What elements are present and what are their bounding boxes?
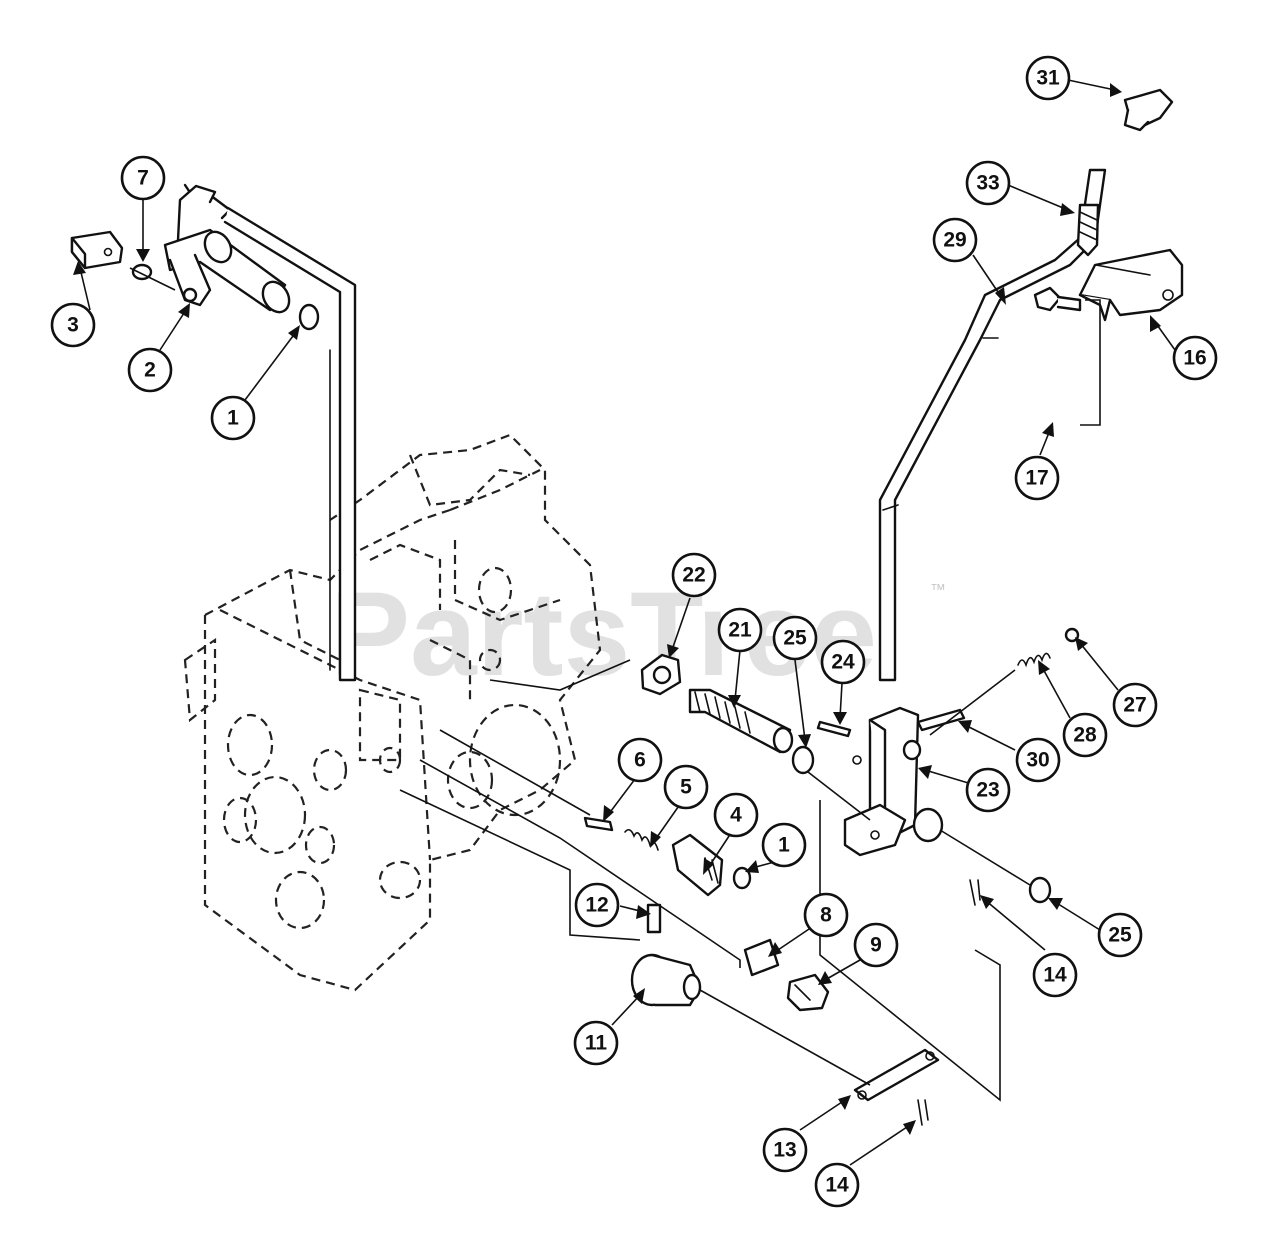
callout-11: 11 bbox=[573, 1020, 619, 1066]
svg-text:28: 28 bbox=[1073, 724, 1097, 747]
svg-text:4: 4 bbox=[730, 804, 742, 827]
spring-28 bbox=[1017, 652, 1051, 668]
callout-6: 6 bbox=[617, 737, 663, 783]
callout-27: 27 bbox=[1112, 682, 1158, 728]
svg-text:23: 23 bbox=[976, 779, 999, 802]
callout-leaders bbox=[73, 79, 1176, 1166]
svg-text:8: 8 bbox=[820, 904, 832, 927]
svg-text:5: 5 bbox=[680, 776, 692, 799]
callout-16: 16 bbox=[1172, 335, 1218, 381]
callout-21: 21 bbox=[717, 607, 763, 653]
snap-ring-25-lower bbox=[1028, 876, 1052, 904]
bracket bbox=[1078, 248, 1184, 322]
snap-ring-25-upper bbox=[791, 745, 815, 775]
svg-text:7: 7 bbox=[137, 167, 149, 190]
shift-arm-23 bbox=[843, 706, 944, 857]
callout-2: 2 bbox=[127, 347, 173, 393]
watermark-trademark: ™ bbox=[930, 582, 946, 599]
callout-24: 24 bbox=[820, 639, 866, 685]
svg-text:14: 14 bbox=[1043, 964, 1067, 987]
svg-text:30: 30 bbox=[1026, 749, 1049, 772]
ball-27 bbox=[1064, 627, 1080, 643]
svg-text:14: 14 bbox=[825, 1174, 849, 1197]
callout-5: 5 bbox=[663, 764, 709, 810]
pin-30 bbox=[916, 708, 966, 732]
callout-23: 23 bbox=[965, 767, 1011, 813]
svg-text:9: 9 bbox=[870, 934, 882, 957]
svg-text:33: 33 bbox=[976, 172, 999, 195]
plunger-4 bbox=[671, 833, 724, 897]
cotter-pin-24 bbox=[816, 720, 852, 738]
callout-22: 22 bbox=[671, 552, 717, 598]
bolt-9 bbox=[786, 973, 830, 1012]
svg-text:16: 16 bbox=[1183, 347, 1206, 370]
svg-text:13: 13 bbox=[773, 1139, 796, 1162]
cotter-pin-14-upper bbox=[969, 879, 981, 906]
svg-text:11: 11 bbox=[585, 1032, 608, 1055]
svg-text:1: 1 bbox=[227, 407, 239, 430]
svg-text:1: 1 bbox=[778, 834, 790, 857]
callout-25-lower: 25 bbox=[1097, 912, 1143, 958]
callout-28: 28 bbox=[1062, 712, 1108, 758]
svg-text:2: 2 bbox=[144, 359, 156, 382]
o-ring-1-upper bbox=[298, 303, 320, 331]
engine-housing-outline bbox=[183, 433, 602, 992]
callout-12: 12 bbox=[574, 882, 620, 928]
svg-text:6: 6 bbox=[634, 749, 646, 772]
rod-grip-sleeve bbox=[1076, 203, 1100, 257]
callout-4: 4 bbox=[713, 792, 759, 838]
callout-13: 13 bbox=[762, 1127, 808, 1173]
callout-17: 17 bbox=[1014, 455, 1060, 501]
callout-1-lower: 1 bbox=[761, 822, 807, 868]
link-13 bbox=[853, 1048, 940, 1102]
svg-text:27: 27 bbox=[1123, 694, 1146, 717]
svg-text:12: 12 bbox=[585, 894, 608, 917]
callout-30: 30 bbox=[1015, 737, 1061, 783]
callout-25-upper: 25 bbox=[772, 615, 818, 661]
svg-text:17: 17 bbox=[1025, 467, 1048, 490]
shift-knob bbox=[1123, 88, 1174, 132]
shift-collar-11 bbox=[630, 953, 702, 1007]
threaded-shaft-21 bbox=[688, 688, 794, 754]
callout-33: 33 bbox=[965, 160, 1011, 206]
key-6 bbox=[583, 816, 614, 832]
shift-knob-block bbox=[70, 230, 124, 270]
callout-7: 7 bbox=[120, 155, 166, 201]
upper-shift-lever bbox=[163, 183, 357, 682]
callout-14-lower: 14 bbox=[814, 1162, 860, 1208]
svg-text:31: 31 bbox=[1036, 67, 1060, 90]
shift-rod bbox=[878, 168, 1107, 682]
svg-text:3: 3 bbox=[67, 314, 79, 337]
svg-text:24: 24 bbox=[831, 651, 855, 674]
callout-31: 31 bbox=[1025, 55, 1071, 101]
cotter-pin-14-lower bbox=[917, 1099, 929, 1126]
nut-22 bbox=[640, 653, 682, 696]
callout-9: 9 bbox=[853, 922, 899, 968]
callout-8: 8 bbox=[803, 892, 849, 938]
o-ring-1-lower bbox=[732, 866, 752, 890]
svg-text:22: 22 bbox=[682, 564, 705, 587]
callout-14-upper: 14 bbox=[1032, 952, 1078, 998]
callout-29: 29 bbox=[932, 217, 978, 263]
svg-text:21: 21 bbox=[728, 619, 752, 642]
callout-1-upper: 1 bbox=[210, 395, 256, 441]
svg-text:29: 29 bbox=[943, 229, 966, 252]
plate-8 bbox=[743, 938, 780, 977]
svg-text:25: 25 bbox=[783, 627, 807, 650]
roll-pin-12 bbox=[646, 903, 662, 934]
svg-text:25: 25 bbox=[1108, 924, 1132, 947]
callout-3: 3 bbox=[50, 302, 96, 348]
bolt-17 bbox=[1033, 286, 1082, 312]
